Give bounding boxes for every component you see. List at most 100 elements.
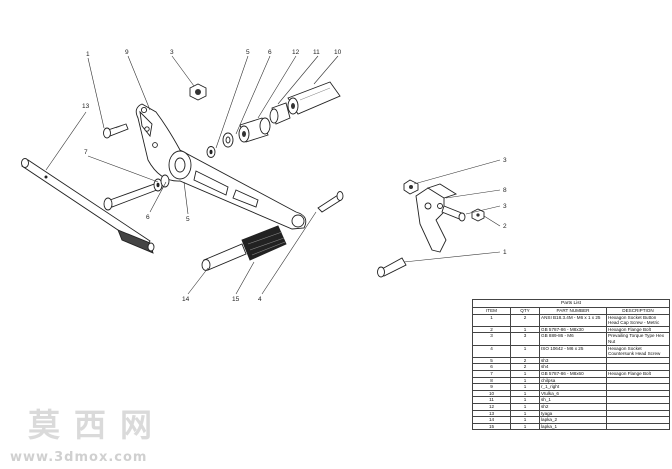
balloon-12: 12 <box>292 49 300 56</box>
description-cell <box>606 416 670 424</box>
item-cell: 3 <box>472 332 511 346</box>
qty-cell: 1 <box>510 422 540 431</box>
description-cell <box>606 402 670 411</box>
parts-list-header-row: ITEM QTY PART NUMBER DESCRIPTION <box>472 307 670 315</box>
balloon-9: 9 <box>125 49 129 56</box>
item-cell: 11 <box>472 396 511 404</box>
part-number-cell: GB 5787-86 - M8x30 <box>539 325 607 334</box>
balloon-6-bottom: 6 <box>146 214 150 221</box>
qty-cell: 1 <box>510 325 540 334</box>
item-cell: 10 <box>472 389 511 398</box>
flange-bolt-long-part <box>103 174 170 211</box>
button-head-screw-part <box>103 123 129 139</box>
item-cell: 1 <box>472 313 511 327</box>
qty-cell: 1 <box>510 369 540 378</box>
part-number-cell: chilpsa <box>539 376 607 385</box>
description-cell <box>606 383 670 391</box>
balloon-2: 2 <box>503 223 507 230</box>
description-cell: Hexagon Socket Countersunk Head Screw <box>606 344 670 358</box>
item-cell: 13 <box>472 409 511 418</box>
qty-cell: 1 <box>510 416 540 424</box>
part-number-cell: Vtulka_6 <box>539 389 607 398</box>
description-cell <box>606 356 670 365</box>
header-qty: QTY <box>510 307 540 315</box>
main-lever-part <box>135 103 307 230</box>
balloon-14: 14 <box>182 296 190 303</box>
header-part-number: PART NUMBER <box>539 307 607 315</box>
watermark-chinese-text: 莫西网 <box>28 406 167 444</box>
part-number-cell: r_1_right <box>539 383 607 391</box>
watermark: 莫西网 www.3dmox.com <box>0 398 190 469</box>
qty-cell: 2 <box>510 363 540 371</box>
part-number-cell: sh_1 <box>539 396 607 404</box>
item-cell: 4 <box>472 344 511 358</box>
qty-cell: 1 <box>510 396 540 404</box>
qty-cell: 1 <box>510 344 540 358</box>
leader-lines <box>45 55 339 295</box>
part-number-cell: lapka_2 <box>539 416 607 424</box>
item-cell: 5 <box>472 356 511 365</box>
qty-cell: 1 <box>510 383 540 391</box>
description-cell: Hexagon Socket Button Head Cap Screw - M… <box>606 313 670 327</box>
part-number-cell: GB 889-86 - M6 <box>539 332 607 346</box>
balloon-5-top: 5 <box>246 49 250 56</box>
qty-cell: 1 <box>510 389 540 398</box>
tie-rod-part <box>21 158 155 254</box>
item-cell: 6 <box>472 363 511 371</box>
item-cell: 9 <box>472 383 511 391</box>
part-number-cell: sh2 <box>539 402 607 411</box>
item-cell: 15 <box>472 422 511 431</box>
part-number-cell: tyaga <box>539 409 607 418</box>
description-cell: Prevailing Torque Type Hex Nut <box>606 332 670 346</box>
qty-cell: 1 <box>510 409 540 418</box>
spacer-stack-part <box>206 81 341 158</box>
qty-cell: 2 <box>510 356 540 365</box>
balloon-5-bottom: 5 <box>186 216 190 223</box>
balloon-7: 7 <box>84 149 88 156</box>
balloon-1-right: 1 <box>503 249 507 256</box>
bracket-subassembly <box>377 179 485 278</box>
qty-cell: 1 <box>510 402 540 411</box>
countersunk-screw-part <box>317 191 344 213</box>
parts-list-title: Parts List <box>472 299 670 307</box>
balloon-4: 4 <box>258 296 262 303</box>
balloon-1-left: 1 <box>86 51 90 58</box>
description-cell <box>606 422 670 431</box>
part-number-cell: GB 5787-86 - M8x60 <box>539 369 607 378</box>
hex-nut-part <box>189 83 207 101</box>
item-cell: 12 <box>472 402 511 411</box>
part-number-cell: ISO 10642 - M6 x 25 <box>539 344 607 358</box>
balloon-11: 11 <box>313 49 320 56</box>
balloon-3-left: 3 <box>170 49 174 56</box>
qty-cell: 2 <box>510 313 540 327</box>
header-item: ITEM <box>472 307 511 315</box>
description-cell <box>606 409 670 418</box>
item-cell: 8 <box>472 376 511 385</box>
balloon-13: 13 <box>82 103 90 110</box>
description-cell: Hexagon Flange Bolt <box>606 369 670 378</box>
description-cell <box>606 363 670 371</box>
leader-lines-right <box>403 159 501 263</box>
balloon-10: 10 <box>334 49 342 56</box>
description-cell <box>606 389 670 398</box>
part-number-cell: lapka_1 <box>539 422 607 431</box>
description-cell <box>606 396 670 404</box>
watermark-url: www.3dmox.com <box>10 450 148 465</box>
balloon-6-top: 6 <box>268 49 272 56</box>
qty-cell: 3 <box>510 332 540 346</box>
balloon-3-right-bottom: 3 <box>503 203 507 210</box>
description-cell <box>606 376 670 385</box>
